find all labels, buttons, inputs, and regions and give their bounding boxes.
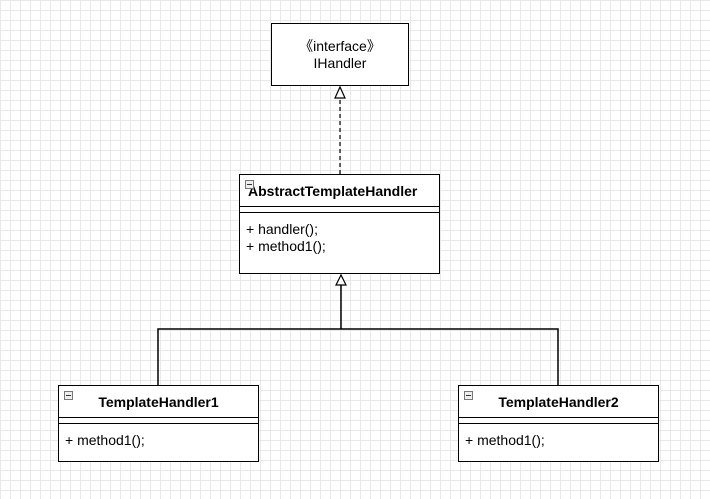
operations-compartment: + method1(); (459, 424, 658, 449)
operations-compartment: + method1(); (59, 424, 258, 449)
interface-stereotype: 《interface》 (299, 37, 381, 54)
class-template-handler-1[interactable]: TemplateHandler1 + method1(); (58, 385, 259, 462)
collapse-icon[interactable] (464, 391, 473, 400)
method: + method1(); (246, 238, 326, 254)
interface-ihandler[interactable]: 《interface》 IHandler (271, 23, 409, 86)
attributes-compartment (59, 418, 258, 424)
interface-name: IHandler (313, 54, 367, 71)
method: + method1(); (65, 432, 145, 448)
class-header: AbstractTemplateHandler (240, 175, 439, 207)
collapse-icon[interactable] (64, 391, 73, 400)
class-header: TemplateHandler2 (459, 386, 658, 418)
class-header: TemplateHandler1 (59, 386, 258, 418)
operations-compartment: + handler(); + method1(); (240, 213, 439, 255)
generalization-branch-1 (157, 328, 341, 385)
class-abstract-template-handler[interactable]: AbstractTemplateHandler + handler(); + m… (239, 174, 440, 274)
method: + handler(); (246, 221, 318, 237)
class-template-handler-2[interactable]: TemplateHandler2 + method1(); (458, 385, 659, 462)
method: + method1(); (465, 432, 545, 448)
class-name: AbstractTemplateHandler (248, 182, 418, 199)
class-name: TemplateHandler2 (498, 393, 619, 410)
attributes-compartment (240, 207, 439, 213)
generalization-arrowhead (335, 273, 347, 286)
class-name: TemplateHandler1 (98, 393, 219, 410)
realization-arrowhead (334, 85, 346, 99)
collapse-icon[interactable] (245, 180, 254, 189)
attributes-compartment (459, 418, 658, 424)
generalization-branch-2 (341, 328, 559, 385)
